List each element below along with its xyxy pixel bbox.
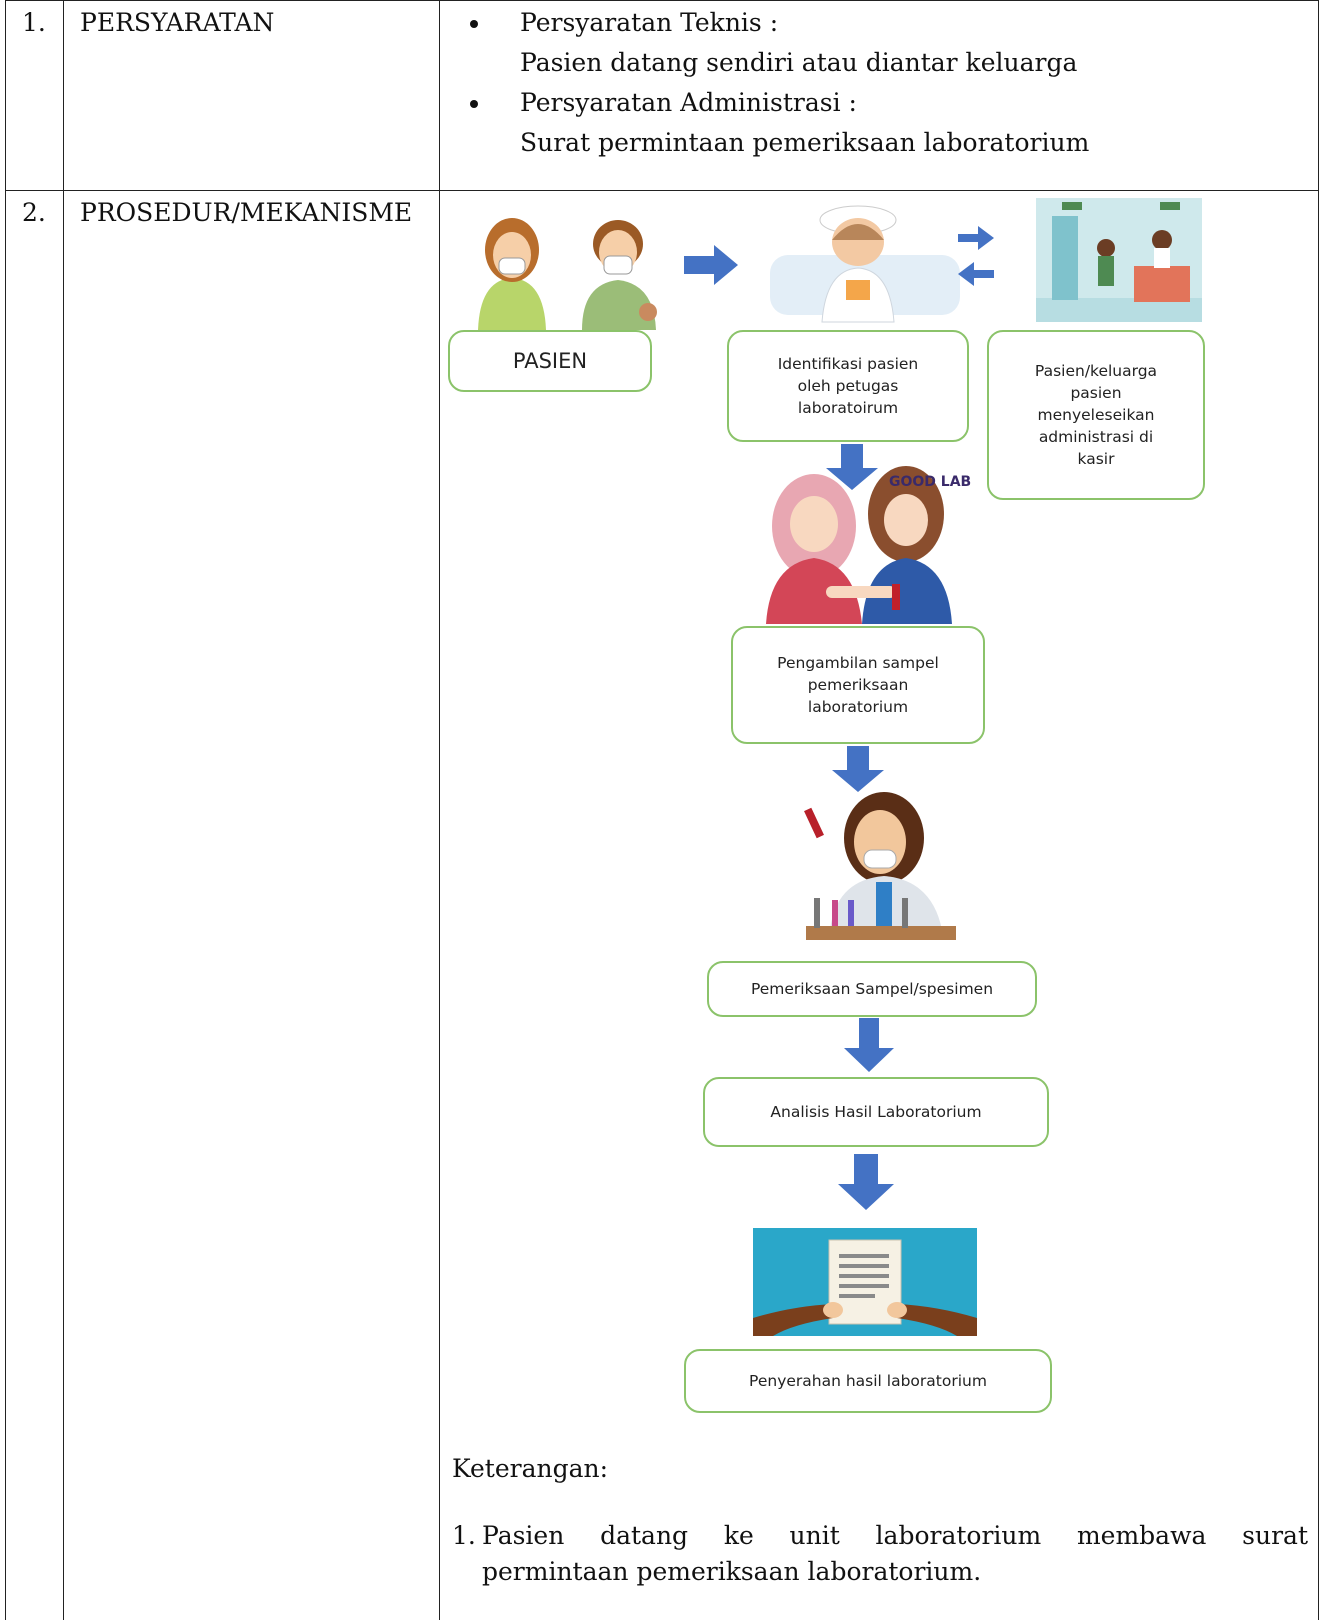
keterangan-item-number: 1.	[452, 1521, 476, 1550]
flowbox-pemeriksaan: Pemeriksaan Sampel/spesimen	[707, 961, 1037, 1017]
column-divider-1	[63, 0, 64, 1620]
column-divider-2	[439, 0, 440, 1620]
right-arrow-icon	[684, 245, 738, 285]
row-2-label: PROSEDUR/MEKANISME	[80, 198, 413, 227]
down-arrow-icon	[826, 444, 878, 490]
down-arrow-icon	[838, 1154, 894, 1210]
requirement-title: Persyaratan Administrasi :	[520, 88, 857, 117]
flowbox-identifikasi: Identifikasi pasien oleh petugas laborat…	[727, 330, 969, 442]
bullet-icon	[470, 100, 478, 108]
row-1-label: PERSYARATAN	[80, 8, 275, 37]
sampling-illustration	[766, 466, 952, 624]
flowbox-analisis: Analisis Hasil Laboratorium	[703, 1077, 1049, 1147]
row-2-number: 2.	[22, 198, 46, 227]
right-arrow-icon	[958, 226, 994, 250]
left-arrow-icon	[958, 262, 994, 286]
table-frame	[5, 0, 1319, 1620]
nurse-illustration	[770, 205, 960, 323]
row-1-number: 1.	[22, 8, 46, 37]
cashier-illustration	[1036, 198, 1202, 322]
keterangan-item-line1: Pasien datang ke unit laboratorium memba…	[482, 1521, 1308, 1550]
row-divider	[5, 190, 1319, 191]
keterangan-heading: Keterangan:	[452, 1454, 609, 1483]
flowbox-pengambilan: Pengambilan sampel pemeriksaan laborator…	[731, 626, 985, 744]
patients-illustration	[470, 200, 670, 330]
down-arrow-icon	[844, 1018, 894, 1072]
down-arrow-icon	[832, 746, 884, 792]
flowbox-penyerahan: Penyerahan hasil laboratorium	[684, 1349, 1052, 1413]
flowbox-penyerahan-label: Penyerahan hasil laboratorium	[749, 1372, 987, 1390]
flowbox-pemeriksaan-label: Pemeriksaan Sampel/spesimen	[750, 980, 994, 998]
lab-result-illustration	[753, 1228, 977, 1336]
flowbox-administrasi: Pasien/keluarga pasien menyeleseikan adm…	[987, 330, 1205, 500]
lab-technician-illustration	[804, 792, 956, 940]
flowbox-analisis-label: Analisis Hasil Laboratorium	[770, 1103, 982, 1121]
flowbox-identifikasi-label: Identifikasi pasien oleh petugas laborat…	[777, 355, 919, 417]
flowbox-pasien-label: PASIEN	[512, 349, 588, 373]
bullet-icon	[470, 20, 478, 28]
requirement-detail: Pasien datang sendiri atau diantar kelua…	[520, 48, 1078, 77]
lab-badge: GOOD LAB	[889, 474, 972, 490]
flowbox-administrasi-label: Pasien/keluarga pasien menyeleseikan adm…	[1034, 362, 1158, 468]
requirement-detail: Surat permintaan pemeriksaan laboratoriu…	[520, 128, 1090, 157]
flowbox-pengambilan-label: Pengambilan sampel pemeriksaan laborator…	[777, 654, 939, 716]
flowbox-pasien: PASIEN	[448, 330, 652, 392]
keterangan-item-line2: permintaan pemeriksaan laboratorium.	[482, 1557, 982, 1586]
requirement-title: Persyaratan Teknis :	[520, 8, 779, 37]
